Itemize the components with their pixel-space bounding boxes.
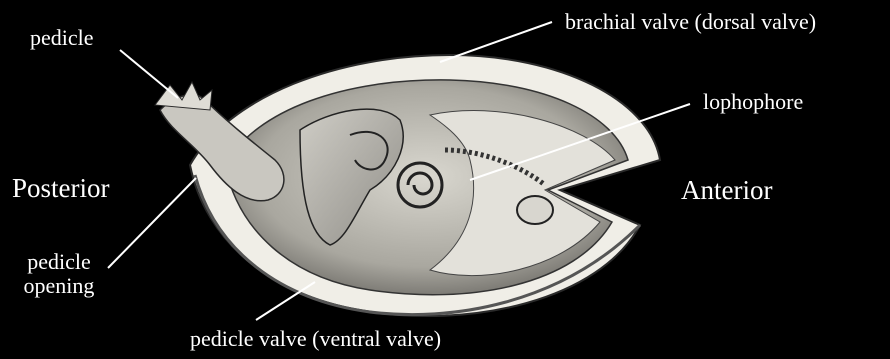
label-pedicle-valve: pedicle valve (ventral valve)	[190, 327, 441, 351]
leader-pedicle-opening	[108, 178, 196, 268]
label-pedicle: pedicle	[30, 26, 94, 50]
label-lophophore: lophophore	[703, 90, 803, 114]
leader-pedicle	[120, 50, 178, 98]
label-anterior: Anterior	[681, 176, 772, 206]
mouth-region	[517, 196, 553, 224]
label-posterior: Posterior	[12, 174, 110, 204]
label-pedicle-opening: pedicle opening	[14, 250, 104, 298]
label-brachial-valve: brachial valve (dorsal valve)	[565, 10, 816, 34]
leader-brachial	[440, 22, 552, 62]
